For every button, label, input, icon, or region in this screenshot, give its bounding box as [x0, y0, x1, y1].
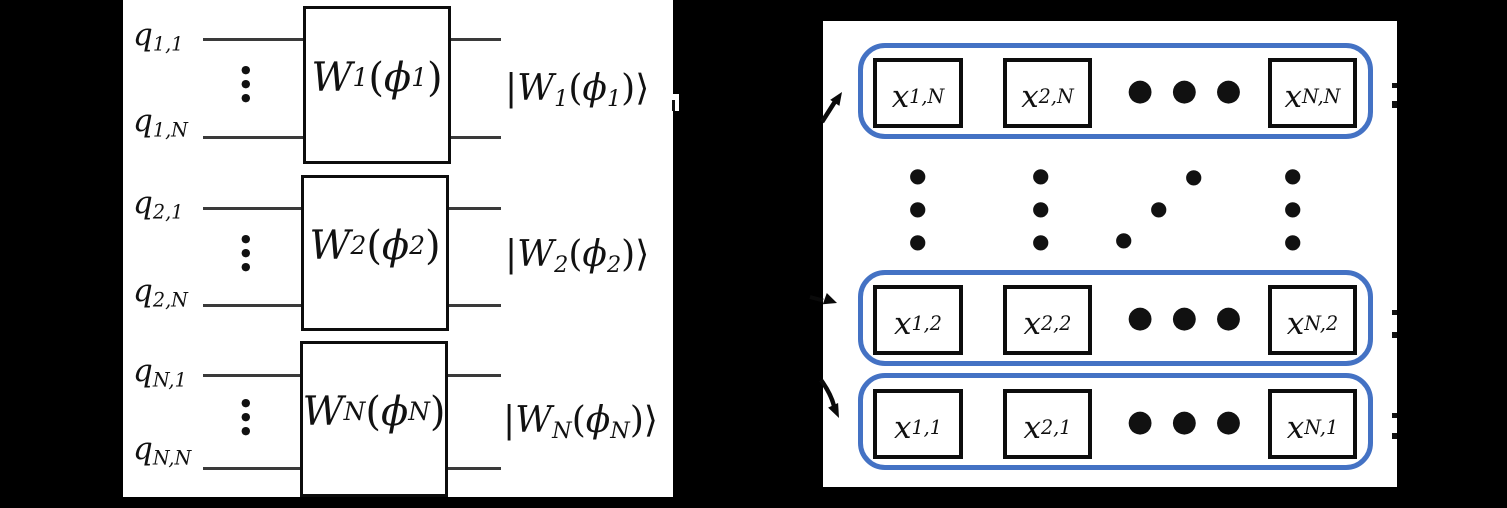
wire — [203, 38, 303, 41]
qubit-label-bottom-N: qN,N — [133, 431, 192, 470]
wire — [203, 207, 302, 210]
wire — [203, 374, 300, 377]
vertical-ellipsis: ●●● — [241, 396, 251, 437]
arrowhead-to-row-2 — [809, 293, 837, 305]
horizontal-ellipsis: ●●● — [1127, 73, 1242, 108]
output-state-label-2: |W2(ϕ2)⟩ — [505, 234, 650, 279]
wire — [203, 136, 303, 139]
clipped-glyph-fragment — [1392, 413, 1397, 418]
wire — [449, 207, 501, 210]
horizontal-ellipsis: ●●● — [1127, 300, 1242, 335]
vertical-ellipsis: ●●● — [1284, 163, 1302, 253]
output-state-label-1: |W1(ϕ1)⟩ — [505, 68, 650, 113]
vertical-ellipsis: ●●● — [241, 232, 251, 273]
diagonal-ellipsis-dot: ● — [1150, 196, 1168, 220]
clipped-glyph-fragment — [1392, 101, 1397, 108]
qubit-label-top-2: q2,1 — [133, 185, 184, 224]
clipped-glyph-fragment — [1392, 433, 1397, 439]
wire — [448, 467, 501, 470]
wire — [451, 38, 501, 41]
qubit-label-bottom-1: q1,N — [133, 103, 188, 142]
diagonal-ellipsis-dot: ● — [1115, 227, 1133, 251]
wire — [449, 304, 501, 307]
arrow-to-row-N — [820, 92, 842, 124]
qubit-label-bottom-2: q2,N — [133, 273, 188, 312]
output-state-label-N: |WN(ϕN)⟩ — [503, 400, 658, 445]
clipped-fragment-left — [672, 94, 679, 111]
clipped-glyph-fragment — [1392, 310, 1397, 315]
vertical-ellipsis: ●●● — [909, 163, 927, 253]
wire — [448, 374, 501, 377]
clipped-glyph-fragment — [1392, 83, 1397, 88]
arrow-to-row-1 — [819, 378, 839, 418]
qubit-label-top-N: qN,1 — [133, 353, 187, 392]
wire — [203, 304, 302, 307]
vertical-ellipsis: ●●● — [241, 63, 251, 104]
clipped-glyph-fragment — [672, 100, 675, 111]
wire — [203, 467, 300, 470]
clipped-glyph-fragment — [1392, 332, 1397, 338]
horizontal-ellipsis: ●●● — [1127, 403, 1242, 439]
diagonal-ellipsis-dot: ● — [1185, 164, 1203, 188]
wire — [451, 136, 501, 139]
qubit-label-top-1: q1,1 — [133, 17, 184, 56]
vertical-ellipsis: ●●● — [1032, 163, 1050, 253]
